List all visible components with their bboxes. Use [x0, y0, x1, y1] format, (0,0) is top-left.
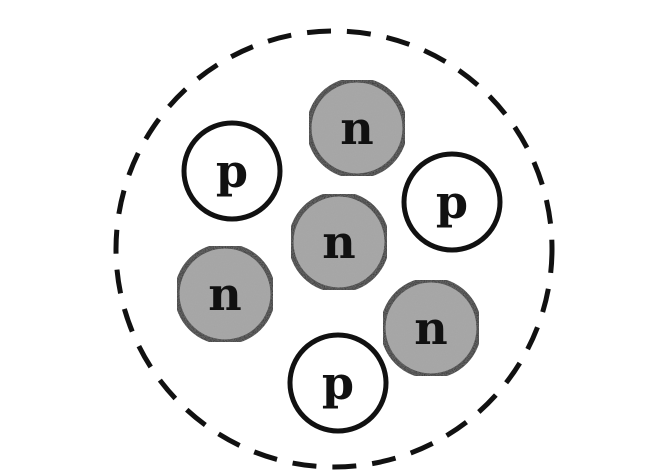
proton-label: p: [322, 356, 354, 410]
neutron-particle: n: [174, 243, 276, 345]
proton-particle: p: [181, 120, 283, 222]
proton-particle: p: [401, 151, 503, 253]
proton-label: p: [436, 175, 468, 229]
proton-circle: [401, 151, 503, 253]
nucleus-boundary: [113, 28, 555, 470]
neutron-label: n: [322, 215, 355, 269]
proton-label: p: [216, 144, 248, 198]
particles-group: n p p n n n p: [174, 77, 503, 434]
neutron-circle: [380, 277, 482, 379]
neutron-label: n: [414, 301, 447, 355]
neutron-circle: [306, 77, 408, 179]
neutron-particle: n: [306, 77, 408, 179]
neutron-circle: [174, 243, 276, 345]
neutron-particle: n: [288, 191, 390, 293]
neutron-circle: [288, 191, 390, 293]
neutron-particle: n: [380, 277, 482, 379]
neutron-label: n: [340, 101, 373, 155]
proton-particle: p: [287, 332, 389, 434]
proton-circle: [181, 120, 283, 222]
neutron-label: n: [208, 267, 241, 321]
proton-circle: [287, 332, 389, 434]
